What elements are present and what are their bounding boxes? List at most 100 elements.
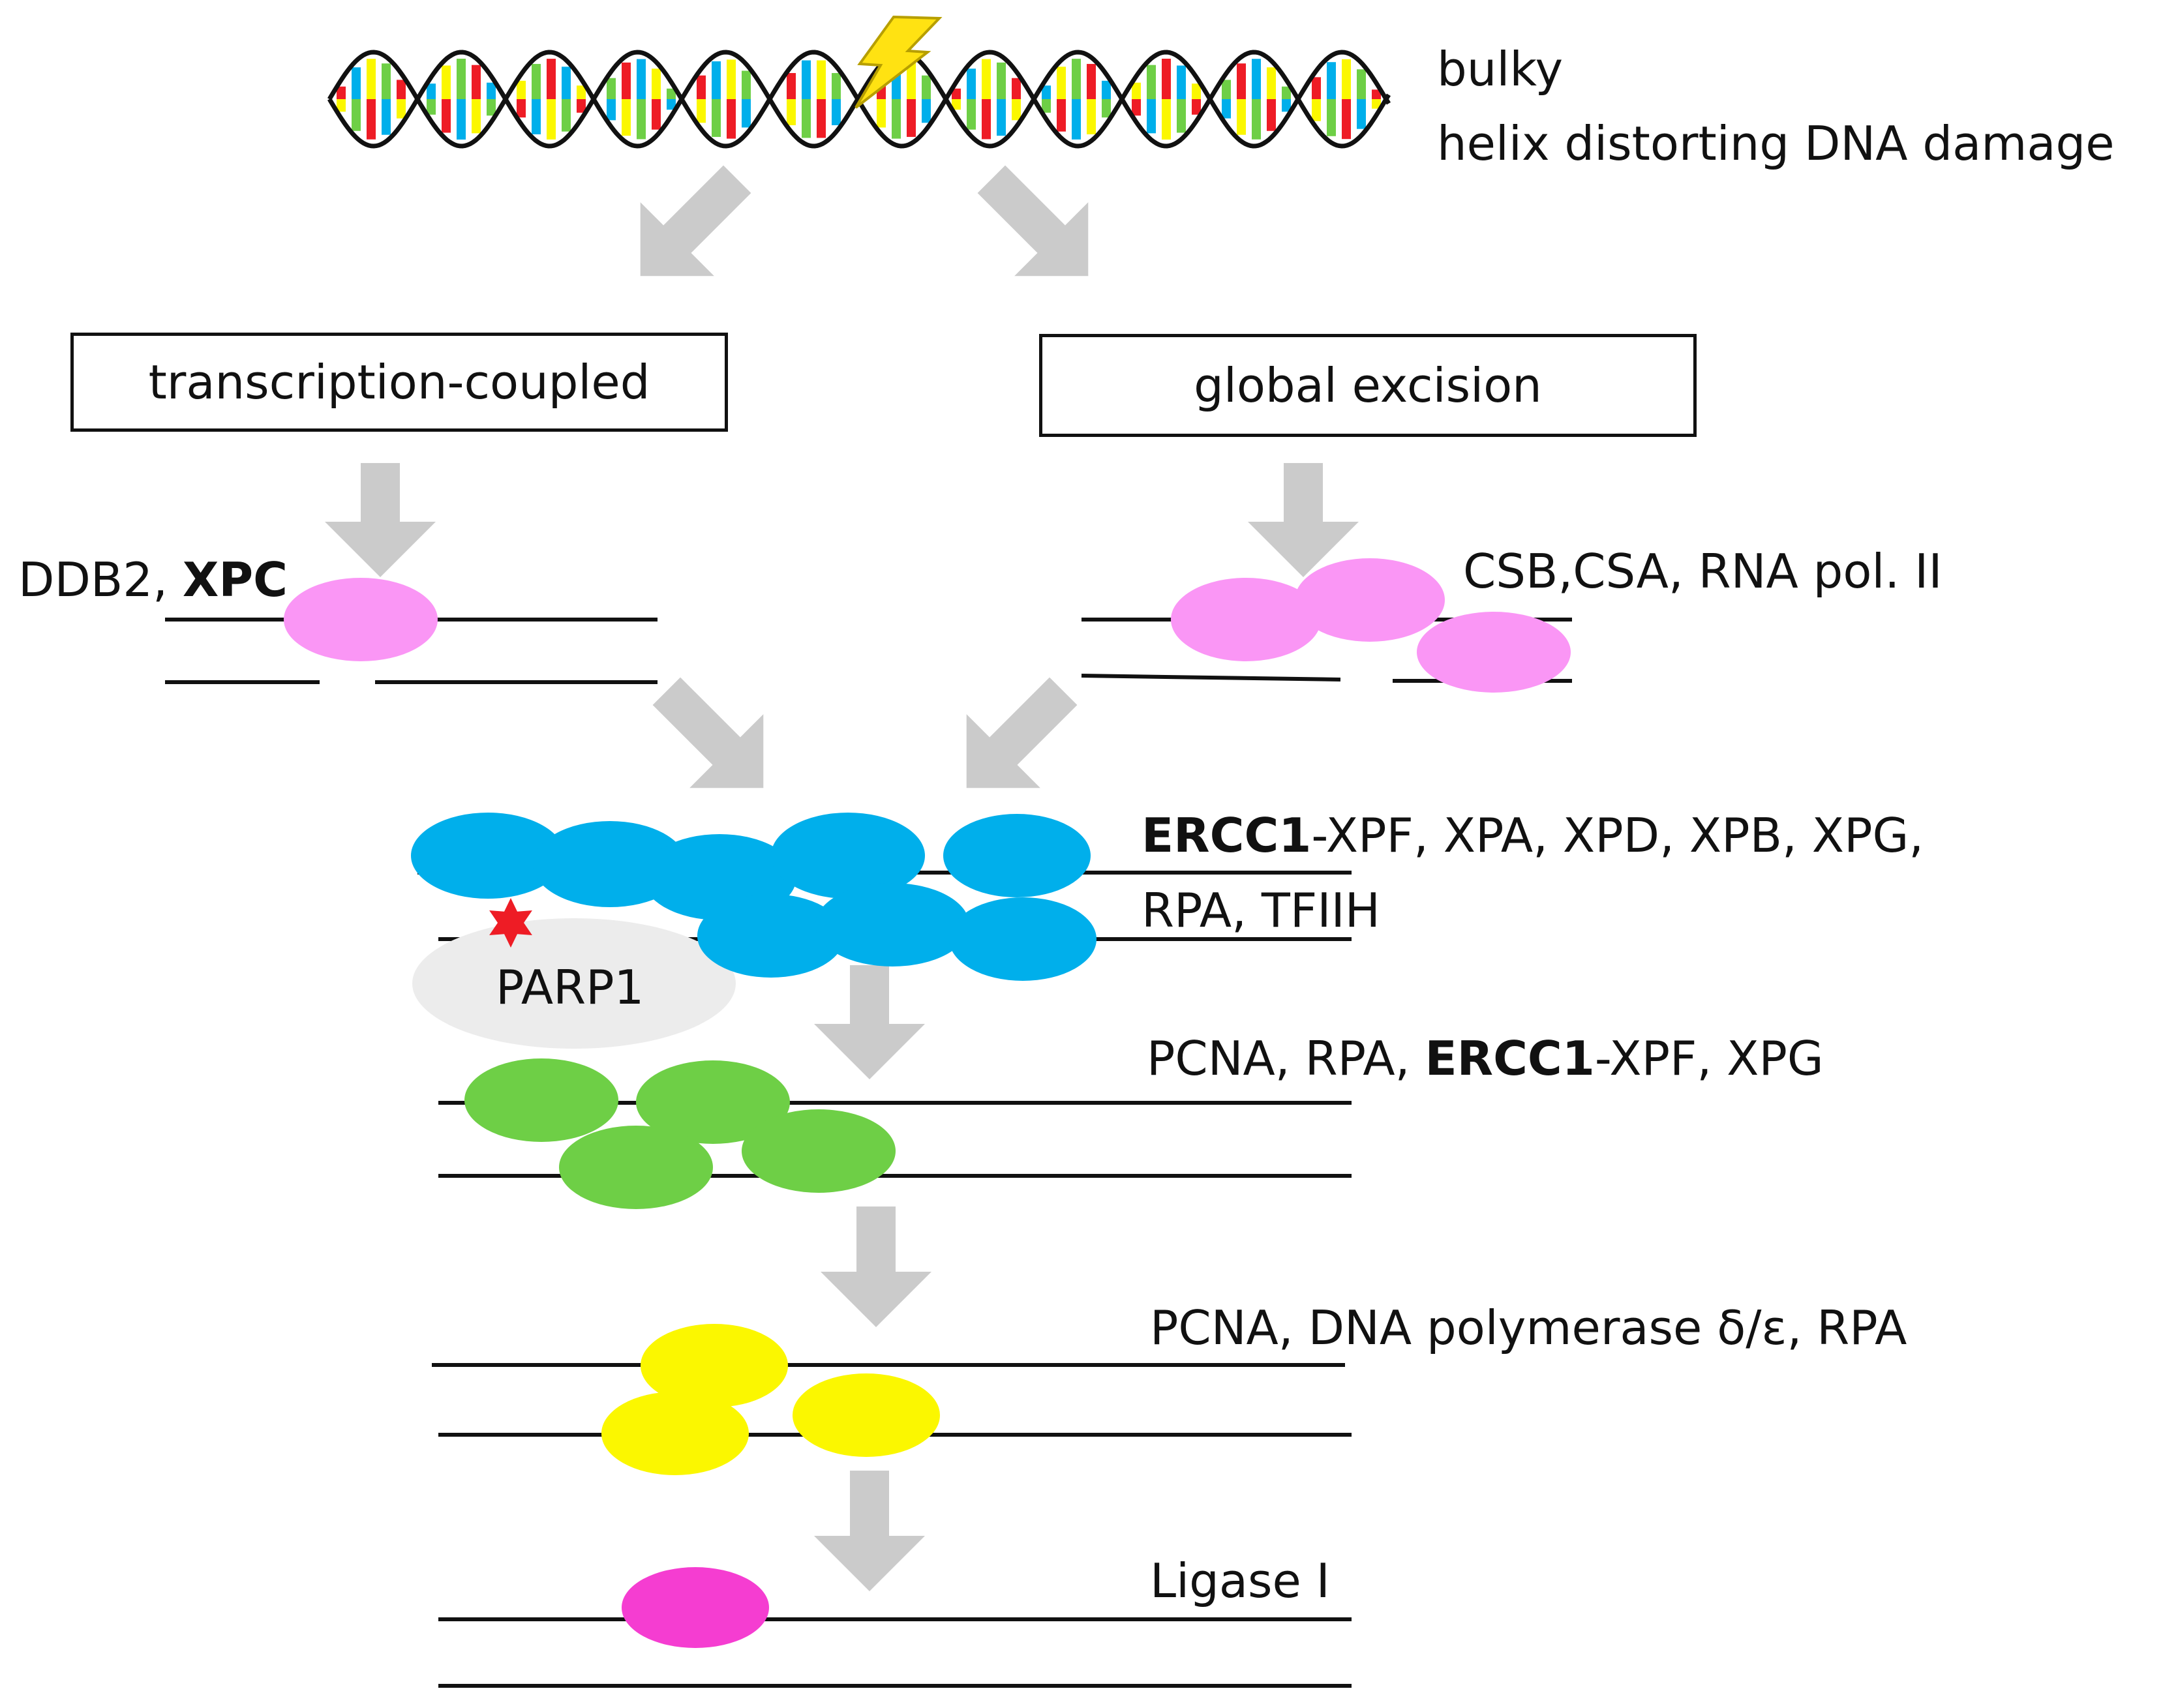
- ercc1-xpf-protein: [411, 813, 565, 899]
- global-excision-box: global excision: [1039, 334, 1697, 437]
- dna-base: [427, 83, 436, 99]
- rpa-protein: [636, 1060, 790, 1144]
- dna-base: [1132, 99, 1141, 116]
- dna-base: [1072, 59, 1081, 99]
- dna-base: [1012, 99, 1021, 121]
- dna-base: [742, 70, 751, 99]
- dna-base: [832, 72, 841, 99]
- dna-base: [397, 99, 406, 119]
- dna-base: [1162, 99, 1171, 140]
- left-recognition-complex: [165, 578, 658, 684]
- rpa-protein: [697, 894, 845, 978]
- dna-base: [1147, 65, 1156, 99]
- dna-base: [1252, 59, 1261, 99]
- dna-base: [907, 61, 916, 99]
- arrow-ge-down: [1248, 463, 1359, 577]
- transcription-coupled-box: transcription-coupled: [70, 333, 728, 432]
- dna-base: [532, 99, 541, 134]
- csb-protein: [1171, 578, 1321, 661]
- dna-base: [562, 67, 571, 99]
- dna-base: [982, 99, 991, 140]
- dna-base: [472, 65, 481, 99]
- dna-base: [1267, 67, 1276, 99]
- dna-base: [1087, 64, 1096, 99]
- incision-complex: [411, 813, 1352, 1049]
- excision-prefix: PCNA, RPA,: [1147, 1031, 1425, 1086]
- rna-pol-ii-protein: [1417, 612, 1571, 693]
- dna-base: [1192, 99, 1201, 115]
- xpc-protein: [284, 578, 438, 661]
- dna-base: [1312, 99, 1321, 121]
- arrow-converge-left: [652, 677, 764, 788]
- pcna-protein: [464, 1058, 618, 1142]
- arrow-incision-to-excision: [814, 965, 925, 1079]
- dna-base: [727, 99, 736, 139]
- dna-base: [442, 99, 451, 133]
- arrow-tc-down: [325, 463, 436, 577]
- dna-base: [1042, 99, 1051, 113]
- dna-base: [1357, 99, 1366, 129]
- dna-base: [382, 63, 391, 99]
- flow-arrows: [325, 165, 1359, 1591]
- synthesis-factors-label: PCNA, DNA polymerase δ/ε, RPA: [1150, 1300, 1907, 1355]
- incision-factors-line2: RPA, TFIIH: [1142, 883, 1380, 938]
- xpg-protein: [943, 814, 1091, 897]
- dna-base: [1342, 59, 1351, 99]
- dna-base: [1147, 99, 1156, 134]
- dna-base: [877, 99, 886, 128]
- dna-base: [562, 99, 571, 132]
- dna-base: [1222, 99, 1231, 119]
- dna-base: [817, 99, 826, 138]
- dna-base: [952, 99, 961, 110]
- dna-base: [712, 99, 721, 137]
- dna-base: [1177, 65, 1186, 99]
- dna-base: [652, 99, 661, 130]
- dna-base: [1267, 99, 1276, 131]
- dna-base: [577, 99, 586, 113]
- dna-base: [997, 99, 1006, 136]
- dna-base: [352, 67, 361, 99]
- dna-base: [1252, 99, 1261, 140]
- dna-base: [1192, 83, 1201, 99]
- dna-base: [607, 78, 616, 99]
- arrow-to-ge: [977, 165, 1089, 277]
- csb-csa-rnapol-label: CSB,CSA, RNA pol. II: [1463, 544, 1943, 599]
- damage-label-line2: helix distorting DNA damage: [1437, 116, 2115, 171]
- dna-base: [982, 59, 991, 99]
- dna-base: [367, 59, 376, 99]
- dna-base: [652, 68, 661, 99]
- rpa-protein: [793, 1373, 940, 1457]
- ercc1-label: ERCC1: [1425, 1031, 1595, 1086]
- dna-base: [1237, 63, 1246, 99]
- dna-base: [517, 99, 526, 118]
- dna-base: [817, 60, 826, 99]
- dna-base: [787, 72, 796, 99]
- dna-base: [1222, 80, 1231, 99]
- dna-base: [1327, 99, 1336, 136]
- dna-base: [517, 80, 526, 99]
- dna-base: [667, 99, 676, 110]
- xpg-protein: [742, 1109, 896, 1193]
- dna-base: [637, 99, 646, 140]
- ddb2-label: DDB2,: [18, 552, 183, 607]
- dna-base: [1342, 99, 1351, 140]
- incision-factors-line1: ERCC1-XPF, XPA, XPD, XPB, XPG,: [1142, 812, 1924, 859]
- parp1-protein: [412, 918, 736, 1049]
- dna-base: [697, 75, 706, 99]
- arrow-to-tc: [640, 165, 751, 277]
- global-excision-label: global excision: [1194, 358, 1542, 413]
- incision-factors-rest: -XPF, XPA, XPD, XPB, XPG,: [1311, 808, 1924, 863]
- tfiih-protein: [815, 883, 969, 966]
- dna-base: [802, 99, 811, 138]
- dna-base: [1282, 99, 1291, 112]
- ligation-complex: [438, 1567, 1352, 1688]
- right-recognition-complex: [1081, 558, 1572, 693]
- dna-base: [547, 99, 556, 140]
- dna-base: [802, 60, 811, 99]
- dna-base: [382, 99, 391, 135]
- dna-base: [697, 99, 706, 123]
- dna-base: [1132, 82, 1141, 99]
- excision-factors-label: PCNA, RPA, ERCC1-XPF, XPG: [1147, 1035, 1824, 1082]
- transcription-coupled-label: transcription-coupled: [148, 355, 650, 410]
